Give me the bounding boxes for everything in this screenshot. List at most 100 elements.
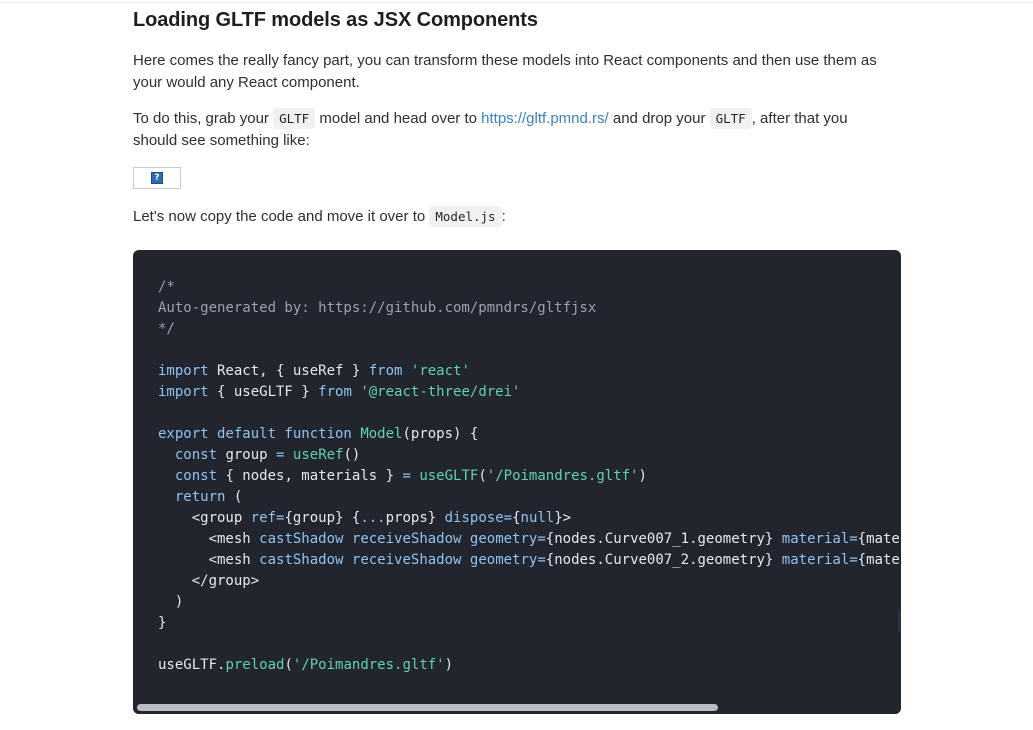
code-token: () — [343, 447, 361, 463]
text-span: , after that you should see something li… — [133, 110, 848, 149]
code-token: import — [158, 384, 209, 400]
code-line: import React, { useRef } from 'react' — [158, 361, 900, 382]
code-token: null — [520, 510, 555, 526]
code-line — [158, 634, 900, 655]
code-line — [158, 403, 900, 424]
code-token: '@react-three/drei' — [360, 384, 521, 400]
code-token: <mesh — [158, 552, 260, 568]
code-edge-marker — [898, 610, 901, 632]
code-token: { useGLTF } — [208, 384, 319, 400]
copy-code-paragraph: Let's now copy the code and move it over… — [133, 206, 893, 228]
inline-code-gltf: GLTF — [273, 108, 316, 129]
code-token: import — [158, 363, 209, 379]
code-token — [343, 552, 351, 568]
code-token: <group — [158, 510, 251, 526]
code-token — [284, 447, 292, 463]
code-token: = — [537, 531, 546, 547]
top-divider — [0, 2, 1033, 3]
code-token: ) — [444, 657, 454, 673]
code-token: const — [174, 447, 218, 463]
code-token: useGLTF. — [158, 657, 226, 673]
inline-code-model-js: Model.js — [429, 206, 502, 227]
code-token: }> — [554, 510, 572, 526]
code-token: group — [217, 447, 277, 463]
text-span: and drop your — [608, 110, 710, 127]
code-token: '/Poimandres.gltf' — [486, 468, 639, 484]
broken-image-placeholder: ? — [133, 167, 181, 189]
code-block[interactable]: /* Auto-generated by: https://github.com/… — [133, 250, 901, 714]
code-token: ref — [250, 510, 277, 526]
code-token: { nodes, materials } — [217, 468, 403, 484]
section-heading: Loading GLTF models as JSX Components — [133, 9, 538, 31]
code-token: = — [849, 552, 858, 568]
code-token: = — [276, 447, 285, 463]
code-token: props} — [385, 510, 445, 526]
code-token: = — [537, 552, 546, 568]
code-token: ( — [478, 468, 487, 484]
code-token: ) — [638, 468, 647, 484]
code-token: ( — [284, 657, 293, 673]
code-line: <mesh castShadow receiveShadow geometry=… — [158, 550, 900, 571]
code-token: '/Poimandres.gltf' — [292, 657, 445, 673]
code-token: ) — [158, 594, 184, 610]
code-token — [461, 531, 469, 547]
code-token: /* — [158, 279, 175, 295]
code-token: {mate — [857, 552, 900, 568]
code-token: {group} { — [284, 510, 361, 526]
text-span: Let's now copy the code and move it over… — [133, 208, 430, 225]
code-token: from — [318, 384, 352, 400]
code-content: /* Auto-generated by: https://github.com/… — [158, 277, 900, 676]
text-span: : — [501, 208, 506, 225]
code-token: Model — [360, 426, 403, 442]
instructions-paragraph: To do this, grab your GLTF model and hea… — [133, 108, 893, 152]
code-token: = — [503, 510, 513, 526]
code-token: const — [174, 468, 218, 484]
code-line: useGLTF.preload('/Poimandres.gltf') — [158, 655, 900, 676]
code-token: geometry — [469, 531, 538, 547]
code-token: castShadow — [259, 531, 344, 547]
code-line: import { useGLTF } from '@react-three/dr… — [158, 382, 900, 403]
text-span: To do this, grab your — [133, 110, 274, 127]
code-token: material — [781, 531, 850, 547]
text-span: model and head over to — [315, 110, 482, 127]
code-token: geometry — [469, 552, 538, 568]
code-line — [158, 340, 900, 361]
code-token: return — [174, 489, 226, 505]
code-token: {nodes.Curve007_1.geometry} — [545, 531, 782, 547]
code-token: useRef — [292, 447, 344, 463]
code-token: {mate — [857, 531, 900, 547]
code-token: { — [512, 510, 521, 526]
code-token: = — [402, 468, 411, 484]
gltf-pmnd-link[interactable]: https://gltf.pmnd.rs/ — [481, 110, 609, 127]
code-token: export default function — [158, 426, 352, 442]
code-token — [461, 552, 469, 568]
code-token: dispose — [444, 510, 504, 526]
code-token: React, { useRef } — [208, 363, 369, 379]
code-token: </group> — [158, 573, 260, 589]
code-token: {nodes.Curve007_2.geometry} — [545, 552, 782, 568]
code-line: const { nodes, materials } = useGLTF('/P… — [158, 466, 900, 487]
scrollbar-thumb[interactable] — [137, 704, 718, 711]
code-line: </group> — [158, 571, 900, 592]
code-line: const group = useRef() — [158, 445, 900, 466]
code-line: Auto-generated by: https://github.com/pm… — [158, 298, 900, 319]
code-line: <group ref={group} {...props} dispose={n… — [158, 508, 900, 529]
code-line: export default function Model(props) { — [158, 424, 900, 445]
code-token — [158, 468, 175, 484]
code-token: preload — [225, 657, 285, 673]
horizontal-scrollbar[interactable] — [133, 702, 901, 714]
code-line: return ( — [158, 487, 900, 508]
code-line: <mesh castShadow receiveShadow geometry=… — [158, 529, 900, 550]
broken-image-icon: ? — [151, 172, 163, 184]
code-token: material — [781, 552, 850, 568]
code-token — [158, 447, 175, 463]
code-token: Auto-generated by: https://github.com/pm… — [158, 300, 597, 316]
code-token: useGLTF — [419, 468, 479, 484]
code-token: receiveShadow — [351, 531, 462, 547]
code-line: } — [158, 613, 900, 634]
code-line: */ — [158, 319, 900, 340]
code-line: ) — [158, 592, 900, 613]
code-token: = — [849, 531, 858, 547]
code-line: /* — [158, 277, 900, 298]
code-token: 'react' — [410, 363, 470, 379]
